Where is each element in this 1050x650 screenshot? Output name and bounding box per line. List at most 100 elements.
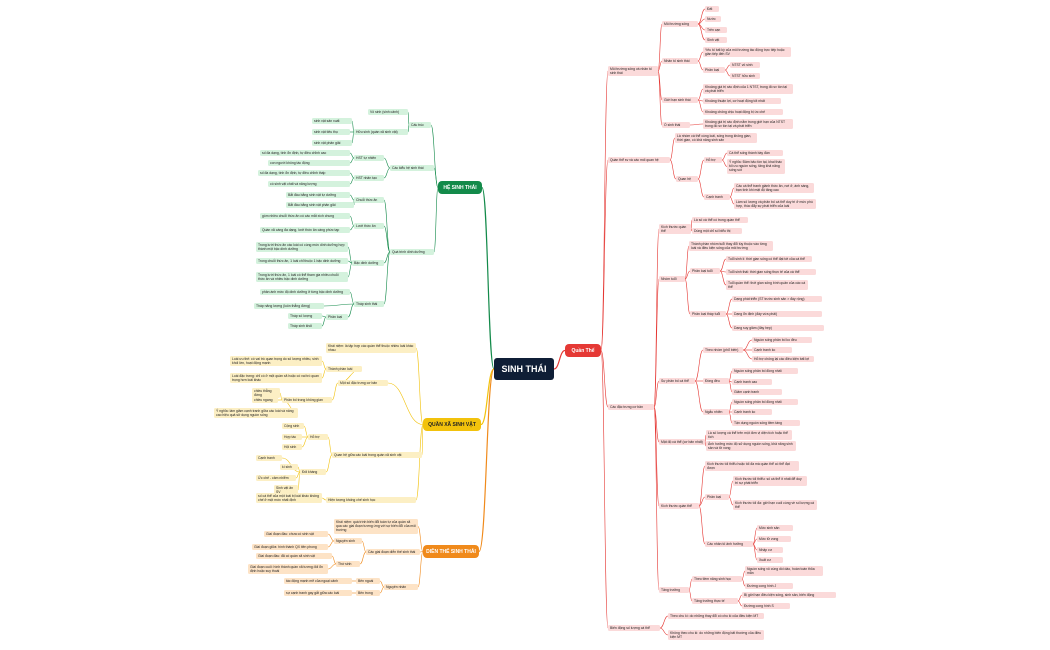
topic-node[interactable]: Theo chu kì: do những thay đổi có chu kì… (668, 613, 764, 620)
topic-node[interactable]: Dùng một chỉ số biểu thị (692, 228, 742, 235)
topic-node[interactable]: Kích thước quần thể (659, 224, 691, 235)
root-topic[interactable]: SINH THÁI (494, 358, 554, 380)
topic-node[interactable]: Là nhóm cá thể cùng loài, sống trong khô… (675, 133, 757, 144)
topic-node[interactable]: Mật độ cá thể (cơ bản nhất) (659, 439, 705, 446)
topic-node[interactable]: Khoảng thuận lợi, cơ hoạt động tốt nhất (703, 98, 781, 105)
topic-node[interactable]: số cá thể của một loài bị loài khác khốn… (256, 493, 322, 504)
topic-node[interactable]: Là số lượng cá thể trên một đơn vị diện … (706, 430, 792, 441)
topic-node[interactable]: Các nhân tố ảnh hưởng (705, 541, 753, 548)
topic-node[interactable]: Chuỗi thức ăn (354, 197, 384, 204)
topic-node[interactable]: Đường cong hình S (742, 603, 790, 610)
topic-node[interactable]: Hỗ trợ (704, 157, 722, 164)
topic-node[interactable]: Nước (705, 16, 721, 23)
topic-node[interactable]: Giai đoạn giữa: hình thành QX tiên phong (252, 544, 328, 551)
topic-node[interactable]: Là số cá thể có trong quần thể (692, 217, 748, 224)
topic-node[interactable]: Nhóm tuổi (659, 276, 685, 283)
topic-node[interactable]: sinh vật sản xuất (312, 118, 352, 125)
topic-node[interactable]: Các đặc trưng cơ bản (608, 404, 654, 411)
topic-node[interactable]: Môi trường sống và nhân tố sinh thái (608, 66, 658, 77)
topic-node[interactable]: Khái niệm: quá trình biến đổi tuần tự củ… (334, 519, 418, 534)
topic-node[interactable]: Không theo chu kì: do những biến động bấ… (668, 630, 764, 641)
topic-node[interactable]: Cấu trúc (409, 122, 431, 129)
topic-node[interactable]: Bắt đầu bằng sinh vật phân giải (286, 202, 354, 209)
topic-node[interactable]: Bên trong (356, 590, 380, 597)
topic-node[interactable]: Khoảng chống chịu hoạt động bị ức chế (703, 109, 783, 116)
topic-node[interactable]: Cá thể sống thành bầy đàn (727, 150, 783, 157)
topic-node[interactable]: có sinh vật chất và năng lượng (268, 181, 350, 188)
topic-node[interactable]: Tháp sinh thái (354, 301, 384, 308)
topic-node[interactable]: Cạnh tranh (704, 194, 730, 201)
topic-node[interactable]: Nhập cư (757, 547, 783, 554)
topic-node[interactable]: Trong lưới thức ăn, 1 loài có thể tham g… (256, 272, 348, 283)
topic-node[interactable]: gồm nhiều chuỗi thức ăn có các mắt xích … (260, 213, 350, 220)
topic-node[interactable]: Nguồn sống phân bố đồng nhất (732, 399, 798, 406)
topic-node[interactable]: Cộng sinh (282, 423, 304, 430)
topic-node[interactable]: Ý nghĩa: làm giảm cạnh tranh giữa các lo… (214, 408, 298, 419)
topic-node[interactable]: Ngẫu nhiên (703, 409, 729, 416)
topic-node[interactable]: Làm số lượng và phân bố cá thể duy trì ở… (734, 199, 816, 210)
topic-node[interactable]: Cạnh tranh ko (732, 409, 772, 416)
topic-node[interactable]: Mức sinh sản (757, 525, 793, 532)
topic-node[interactable]: Thành phần nhóm tuổi thay đổi tùy thuộc … (689, 241, 773, 252)
topic-node[interactable]: Nguồn sống phân bố ko đều (752, 337, 812, 344)
topic-node[interactable]: kí sinh (280, 464, 298, 471)
topic-node[interactable]: Theo tiềm năng sinh học (692, 576, 742, 583)
topic-node[interactable]: Bị giới hạn điều kiện sống, sinh sản, bi… (742, 592, 836, 599)
topic-node[interactable]: Ảnh hưởng mức độ sử dụng nguồn sống, khả… (706, 441, 796, 452)
topic-node[interactable]: Sinh vật ăn SV (274, 485, 298, 496)
topic-node[interactable]: Phân loại (326, 314, 348, 321)
topic-node[interactable]: Hữu sinh (quần xã sinh vật) (354, 129, 408, 136)
topic-node[interactable]: Ức chế - cảm nhiễm (256, 475, 296, 482)
topic-node[interactable]: Lưới thức ăn (354, 223, 384, 230)
topic-node[interactable]: sự cạnh tranh gay gắt giữa các loài (284, 590, 352, 597)
topic-node[interactable]: Nguồn sống vô cùng dồi dào, hoàn toàn th… (745, 566, 823, 577)
topic-node[interactable]: Cạnh tranh (256, 455, 282, 462)
topic-node[interactable]: Hội sinh (282, 444, 302, 451)
topic-node[interactable]: Bắt đầu bằng sinh vật tự dưỡng (286, 192, 350, 199)
topic-node[interactable]: Trên cạn (705, 27, 727, 34)
topic-node[interactable]: Trong chuỗi thức ăn, 1 loài chỉ thuộc 1 … (256, 258, 348, 265)
topic-node[interactable]: HST tự nhiên (354, 155, 384, 162)
topic-node[interactable]: Khái niệm: là tập hợp các quần thể thuộc… (326, 343, 416, 354)
topic-node[interactable]: Quần thể sv và các mối quan hệ (608, 157, 670, 164)
topic-node[interactable]: Ổ sinh thái (662, 122, 690, 129)
topic-node[interactable]: Phân loại (705, 494, 729, 501)
topic-node[interactable]: sinh vật phân giải (312, 140, 352, 147)
topic-node[interactable]: tác động mạnh mẽ của ngoại cảnh (284, 578, 352, 585)
topic-node[interactable]: Dạng phát triển (ST trước sinh sản > đáy… (732, 296, 822, 303)
topic-node[interactable]: chiều thẳng đứng (252, 388, 280, 399)
topic-node[interactable]: Kích thước tối thiểu: số cá thể ít nhất … (733, 476, 807, 487)
topic-node[interactable]: Sinh vật (705, 37, 727, 44)
topic-node[interactable]: Dạng suy giảm (đáy hẹp) (732, 325, 824, 332)
topic-node[interactable]: Tận dụng nguồn sống tiềm tàng (732, 420, 800, 427)
topic-node[interactable]: Một số đặc trưng cơ bản (338, 380, 388, 387)
topic-node[interactable]: con người không tác động (268, 160, 350, 167)
topic-node[interactable]: Hỗ trợ (308, 434, 328, 441)
topic-node[interactable]: Mức tử vong (757, 536, 791, 543)
topic-node[interactable]: Tuổi sinh lí: thời gian sống có thể đạt … (726, 256, 812, 263)
topic-node[interactable]: Thứ sinh (336, 561, 360, 568)
topic-node[interactable]: Các cá thể tranh giành thức ăn, nơi ở, á… (734, 183, 814, 194)
topic-node[interactable]: Theo nhóm (phổ biến) (703, 347, 743, 354)
topic-node[interactable]: Đường cong hình J (745, 583, 793, 590)
topic-node[interactable]: Thành phần loài (326, 366, 362, 373)
topic-node[interactable]: Sự phân bố cá thể (659, 378, 695, 385)
topic-node[interactable]: Đồng đều (703, 378, 729, 385)
topic-node[interactable]: Loài đặc trưng: chỉ có ở một quần xã hoặ… (230, 373, 322, 384)
topic-node[interactable]: NTST vô sinh (730, 62, 760, 69)
topic-node[interactable]: Các giai đoạn diễn thế sinh thái (366, 549, 420, 556)
topic-node[interactable]: Quá trình dinh dưỡng (390, 249, 434, 256)
topic-node[interactable]: Tháp sinh khối (288, 323, 322, 330)
topic-node[interactable]: Ý nghĩa: Đảm bảo tồn tại, khai thác tối … (727, 159, 785, 174)
topic-node[interactable]: HST nhân tạo (354, 175, 384, 182)
topic-node[interactable]: Xuất cư (757, 557, 783, 564)
topic-node[interactable]: phản ánh mức độ dinh dưỡng ở từng bậc di… (260, 289, 350, 296)
topic-node[interactable]: Giảm cạnh tranh (732, 389, 782, 396)
topic-node[interactable]: Quần xã càng đa dạng, lưới thức ăn càng … (260, 227, 350, 234)
topic-node[interactable]: Đất (705, 6, 719, 13)
topic-node[interactable]: Khoảng giá trị xác định của 1 NTST, tron… (703, 84, 793, 95)
topic-node[interactable]: Đối kháng (300, 469, 326, 476)
topic-node[interactable]: Bậc dinh dưỡng (352, 260, 384, 267)
topic-node[interactable]: Nguyên nhân (384, 584, 418, 591)
topic-node[interactable]: Phân loại tháp tuổi (690, 311, 726, 318)
